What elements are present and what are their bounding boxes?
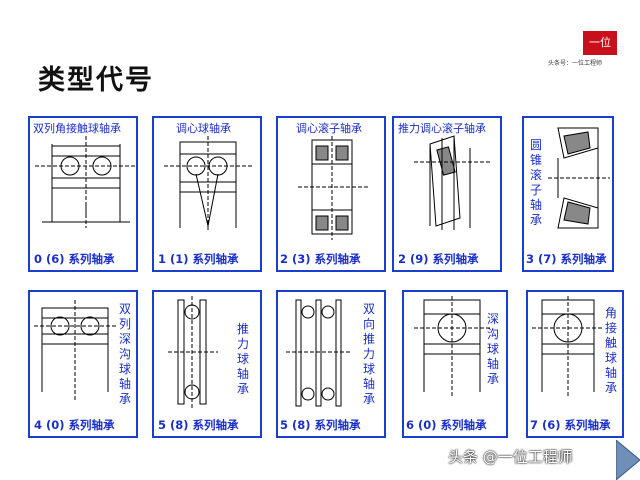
card-footer: 2 (9) 系列轴承 <box>398 252 479 266</box>
bearing-drawing <box>414 135 490 230</box>
bearing-drawing <box>168 296 218 408</box>
card-caption: 深沟球轴承 <box>486 312 499 386</box>
bearing-drawing <box>548 127 610 229</box>
card-footer: 7 (6) 系列轴承 <box>530 418 611 432</box>
bearing-card-spherical-roller: 调心滚子轴承 2 (3) 系列轴承 <box>276 116 386 272</box>
card-footer: 0 (6) 系列轴承 <box>34 252 115 266</box>
card-footer: 3 (7) 系列轴承 <box>526 252 607 266</box>
card-caption: 角接触球轴承 <box>604 306 617 395</box>
card-footer: 5 (8) 系列轴承 <box>158 418 239 432</box>
card-caption: 调心球轴承 <box>176 122 231 135</box>
brand-subtitle: 头条号：一位工程师 <box>548 60 603 67</box>
bearing-drawing <box>532 296 602 396</box>
bearing-card-deep-groove-ball: 深沟球轴承 6 (0) 系列轴承 <box>402 290 508 438</box>
page-title: 类型代号 <box>38 65 154 96</box>
bearing-card-thrust-spherical-roller: 推力调心滚子轴承 2 (9) 系列轴承 <box>392 116 502 272</box>
card-caption: 双列深沟球轴承 <box>118 302 131 406</box>
next-slide-arrow-icon[interactable] <box>616 440 640 480</box>
bearing-drawing <box>34 300 116 402</box>
bearing-card-double-row-deep-groove: 双列深沟球轴承 4 (0) 系列轴承 <box>28 290 138 438</box>
bearing-drawing <box>298 136 368 240</box>
card-caption: 调心滚子轴承 <box>296 122 362 135</box>
bearing-card-self-aligning-ball: 调心球轴承 1 (1) 系列轴承 <box>152 116 262 272</box>
card-caption: 推力球轴承 <box>236 322 249 396</box>
card-caption: 推力调心滚子轴承 <box>398 122 486 135</box>
bearing-drawing <box>164 136 254 232</box>
bearing-drawing <box>286 299 350 407</box>
card-caption: 圆锥滚子轴承 <box>529 138 542 227</box>
card-footer: 2 (3) 系列轴承 <box>280 252 361 266</box>
bearing-card-thrust-ball: 推力球轴承 5 (8) 系列轴承 <box>152 290 262 438</box>
bearing-card-angular-contact-ball: 角接触球轴承 7 (6) 系列轴承 <box>526 290 624 438</box>
card-caption: 双向推力球轴承 <box>362 302 375 406</box>
card-footer: 5 (8) 系列轴承 <box>280 418 361 432</box>
card-footer: 4 (0) 系列轴承 <box>34 418 115 432</box>
brand-logo: 一位 <box>583 31 617 55</box>
bearing-drawing <box>414 296 490 396</box>
bearing-card-double-thrust-ball: 双向推力球轴承 5 (8) 系列轴承 <box>276 290 386 438</box>
bearing-drawing <box>35 136 135 228</box>
bearing-card-double-row-angular: 双列角接触球轴承 0 (6) 系列轴承 <box>28 116 138 272</box>
watermark: 头条 @一位工程师 <box>448 448 573 466</box>
bearing-card-tapered-roller: 圆锥滚子轴承 3 (7) 系列轴承 <box>522 116 614 272</box>
card-caption: 双列角接触球轴承 <box>33 122 121 135</box>
card-footer: 6 (0) 系列轴承 <box>406 418 487 432</box>
card-footer: 1 (1) 系列轴承 <box>158 252 239 266</box>
